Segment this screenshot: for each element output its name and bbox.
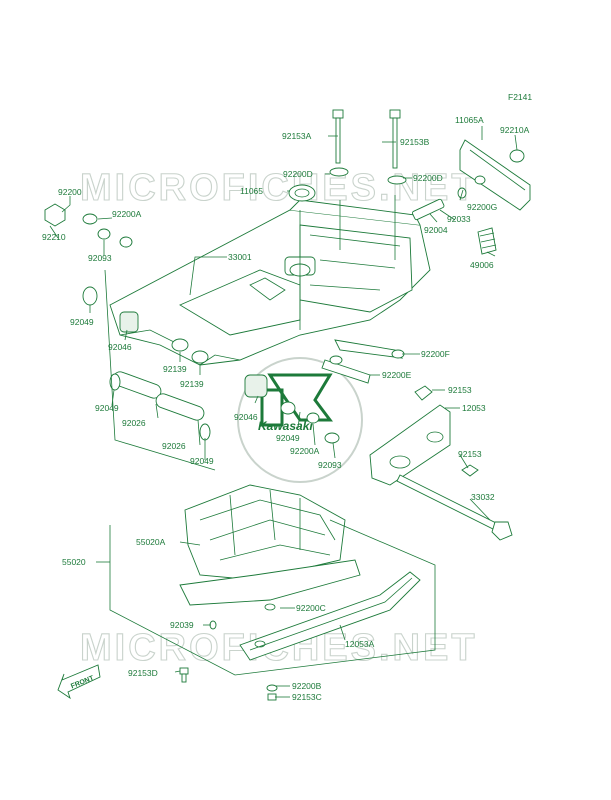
figure-code: F2141 (508, 92, 532, 102)
label-92093-bottom: 92093 (318, 460, 342, 470)
axle-33032 (396, 474, 513, 541)
kawasaki-logo: Kawasaki (237, 357, 363, 483)
slipper-11065A (457, 139, 531, 211)
label-92039: 92039 (170, 620, 194, 630)
label-92200D-left: 92200D (283, 169, 313, 179)
label-92049-d: 92049 (190, 456, 214, 466)
label-92200C: 92200C (296, 603, 326, 613)
label-92200F: 92200F (421, 349, 450, 359)
group-box-top (299, 195, 396, 330)
label-55020A: 55020A (136, 537, 166, 547)
label-92049-b: 92049 (95, 403, 119, 413)
seal-11065 (288, 184, 316, 202)
chain-guard-55020 (179, 484, 361, 606)
pivot-collars (82, 286, 296, 415)
label-92200A-bottom: 92200A (290, 446, 320, 456)
chain-adjuster-12053 (369, 385, 479, 486)
label-12053: 12053 (462, 403, 486, 413)
label-92153-b: 92153 (458, 449, 482, 459)
label-92153-a: 92153 (448, 385, 472, 395)
adjuster-92004 (412, 198, 497, 255)
label-92200E: 92200E (382, 370, 412, 380)
label-92210: 92210 (42, 232, 66, 242)
label-33001: 33001 (228, 252, 252, 262)
group-box-left (104, 269, 216, 471)
label-92200A-top: 92200A (112, 209, 142, 219)
pivot-sleeves (109, 371, 211, 441)
label-92093-top: 92093 (88, 253, 112, 263)
label-92153D: 92153D (128, 668, 158, 678)
label-92049-a: 92049 (70, 317, 94, 327)
label-11065A: 11065A (455, 115, 484, 125)
slipper-12053A (239, 571, 421, 661)
front-arrow-icon: FRONT (57, 664, 101, 700)
label-92049-c: 92049 (276, 433, 300, 443)
label-92139-b: 92139 (180, 379, 204, 389)
links-92200F-92200E (306, 339, 405, 444)
label-92004: 92004 (424, 225, 448, 235)
label-12053A: 12053A (345, 639, 375, 649)
leader-lines (49, 126, 518, 698)
logo-text: Kawasaki (258, 419, 313, 433)
bolt-92153A (329, 109, 349, 177)
label-92046-b: 92046 (234, 412, 258, 422)
label-92033: 92033 (447, 214, 471, 224)
watermark-top: MICROFICHES.NET (80, 167, 478, 209)
label-92153B: 92153B (400, 137, 430, 147)
part-labels: 92153A 92153B 11065A 92210A 92200D 92200… (42, 115, 530, 702)
label-55020: 55020 (62, 557, 86, 567)
label-92200G: 92200G (467, 202, 497, 212)
label-49006: 49006 (470, 260, 494, 270)
label-92153C: 92153C (292, 692, 322, 702)
label-92026-a: 92026 (122, 418, 146, 428)
nut-washers-left (44, 203, 133, 248)
label-92210A: 92210A (500, 125, 530, 135)
label-92046-a: 92046 (108, 342, 132, 352)
label-92139-a: 92139 (163, 364, 187, 374)
label-92200B: 92200B (292, 681, 322, 691)
label-11065: 11065 (240, 186, 263, 196)
group-box-bottom (109, 519, 436, 676)
label-33032: 33032 (471, 492, 495, 502)
swingarm-33001 (109, 199, 431, 366)
bolt-92153B (387, 109, 407, 185)
label-92026-b: 92026 (162, 441, 186, 451)
label-92200D-right: 92200D (413, 173, 443, 183)
label-92200: 92200 (58, 187, 82, 197)
label-92153A: 92153A (282, 131, 312, 141)
